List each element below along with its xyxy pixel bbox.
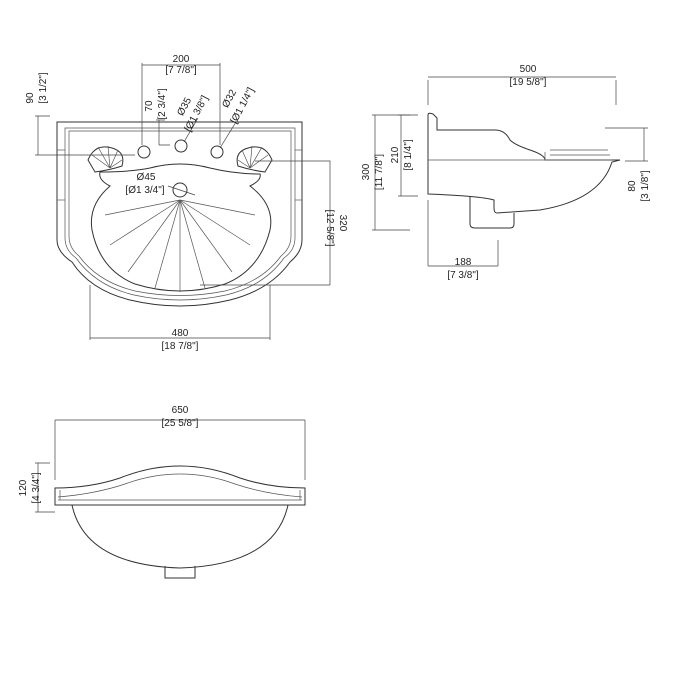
dim-120-in: [4 3/4"] <box>31 472 42 504</box>
dim-70-mm: 70 <box>144 100 155 112</box>
dim-d45-in: [Ø1 3/4"] <box>125 185 164 196</box>
dim-500-in: [19 5/8"] <box>510 77 547 88</box>
center-tap-hole <box>174 139 188 153</box>
shell-bowl <box>90 163 272 292</box>
basin-outline <box>56 121 303 307</box>
front-view: 650 [25 5/8"] 120 [4 3/4"] <box>18 405 306 579</box>
dim-480-in: [18 7/8"] <box>162 341 199 352</box>
drain-hole <box>172 182 188 198</box>
dim-188-in: [7 3/8"] <box>447 270 479 281</box>
top-view: 200 [7 7/8"] 90 [3 1/2"] 70 [2 3/4"] Ø35… <box>25 54 348 352</box>
dim-70-in: [2 3/4"] <box>157 88 168 120</box>
front-profile <box>54 465 306 506</box>
dim-480-mm: 480 <box>172 328 189 339</box>
dim-90-mm: 90 <box>25 92 36 104</box>
dim-650-in: [25 5/8"] <box>162 418 199 429</box>
left-tap-hole <box>137 145 151 159</box>
dim-210-in: [8 1/4"] <box>403 139 414 171</box>
dim-320-mm: 320 <box>337 215 348 232</box>
dim-320-in: [12 5/8"] <box>324 210 335 247</box>
dim-90-in: [3 1/2"] <box>38 72 49 104</box>
dim-120-mm: 120 <box>18 479 29 496</box>
front-waste <box>164 566 196 579</box>
right-tap-hole <box>210 145 224 159</box>
side-profile <box>427 112 621 214</box>
dim-300-mm: 300 <box>361 163 372 180</box>
dim-500-mm: 500 <box>520 64 537 75</box>
dim-80-in: [3 1/8"] <box>640 170 651 202</box>
right-shell-ornament <box>236 145 273 173</box>
dim-300-in: [11 7/8"] <box>374 154 385 190</box>
waste-trap <box>469 197 515 229</box>
dim-d45-mm: Ø45 <box>137 172 156 183</box>
front-bowl <box>71 504 289 569</box>
left-shell-ornament <box>87 145 124 173</box>
dim-210-mm: 210 <box>390 146 401 163</box>
side-view: 500 [19 5/8"] 300 [11 7/8"] 210 [8 1/4"]… <box>361 64 651 281</box>
dim-80-mm: 80 <box>627 180 638 192</box>
shell-ribs <box>104 199 256 292</box>
dim-650-mm: 650 <box>172 405 189 416</box>
dim-200-mm: 200 <box>173 54 190 65</box>
dim-200-in: [7 7/8"] <box>165 65 197 76</box>
dim-188-mm: 188 <box>455 257 472 268</box>
